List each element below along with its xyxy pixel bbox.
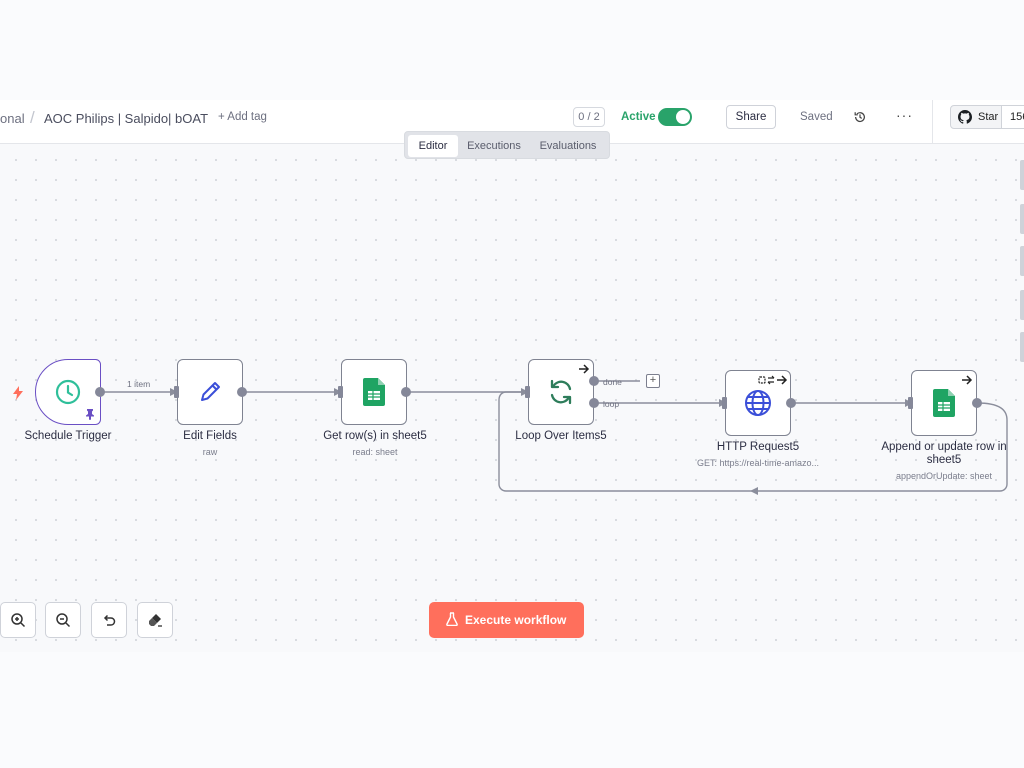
node-subtitle: GET: https://real-time-amazo... — [683, 458, 833, 468]
node-loop-over-items[interactable] — [528, 359, 594, 425]
node-append-row[interactable] — [911, 370, 977, 436]
globe-icon — [744, 389, 772, 417]
arrow-right-icon — [578, 364, 590, 374]
side-panel-tab[interactable] — [1020, 160, 1024, 190]
node-label: Schedule Trigger — [10, 430, 126, 443]
arrow-right-icon — [758, 375, 788, 385]
input-handle[interactable] — [908, 397, 913, 409]
input-handle[interactable] — [338, 386, 343, 398]
input-handle[interactable] — [174, 386, 179, 398]
output-handle-loop[interactable] — [589, 398, 599, 408]
node-schedule-trigger[interactable] — [35, 359, 101, 425]
edge-label-done: done — [603, 377, 622, 387]
side-panel-tab[interactable] — [1020, 332, 1024, 362]
pin-icon — [84, 408, 96, 420]
output-handle[interactable] — [237, 387, 247, 397]
undo-icon — [101, 612, 117, 628]
node-get-rows[interactable] — [341, 359, 407, 425]
zoom-out-icon — [55, 612, 71, 628]
input-handle[interactable] — [722, 397, 727, 409]
loop-icon — [547, 378, 575, 406]
flask-icon — [446, 612, 458, 626]
side-panel-tab[interactable] — [1020, 246, 1024, 276]
add-node-button[interactable]: + — [646, 374, 660, 388]
zoom-out-button[interactable] — [45, 602, 81, 638]
node-label: Edit Fields — [160, 430, 260, 443]
node-subtitle: raw — [160, 447, 260, 457]
output-handle[interactable] — [95, 387, 105, 397]
output-handle[interactable] — [786, 398, 796, 408]
lightning-icon — [12, 386, 24, 400]
undo-button[interactable] — [91, 602, 127, 638]
edge-label-item-count: 1 item — [127, 379, 150, 389]
edge-label-loop: loop — [603, 399, 619, 409]
sheets-icon — [933, 389, 955, 417]
tidy-up-button[interactable] — [137, 602, 173, 638]
node-label: HTTP Request5 — [698, 441, 818, 454]
bottom-blank-area — [0, 652, 1024, 768]
node-edit-fields[interactable] — [177, 359, 243, 425]
side-panel-tab[interactable] — [1020, 204, 1024, 234]
output-handle-done[interactable] — [589, 376, 599, 386]
zoom-in-button[interactable] — [0, 602, 36, 638]
node-subtitle: appendOrUpdate: sheet — [874, 471, 1014, 481]
node-subtitle: read: sheet — [305, 447, 445, 457]
output-handle[interactable] — [401, 387, 411, 397]
eraser-icon — [147, 612, 163, 628]
output-handle[interactable] — [972, 398, 982, 408]
pencil-icon — [196, 378, 224, 406]
side-panel-tab[interactable] — [1020, 290, 1024, 320]
zoom-in-icon — [10, 612, 26, 628]
node-label: Get row(s) in sheet5 — [305, 430, 445, 443]
clock-icon — [54, 378, 82, 406]
arrow-right-icon — [961, 375, 973, 385]
node-label: Loop Over Items5 — [500, 430, 622, 443]
input-handle[interactable] — [525, 386, 530, 398]
sheets-icon — [363, 378, 385, 406]
node-label: Append or update row in sheet5 — [874, 441, 1014, 467]
node-http-request[interactable] — [725, 370, 791, 436]
